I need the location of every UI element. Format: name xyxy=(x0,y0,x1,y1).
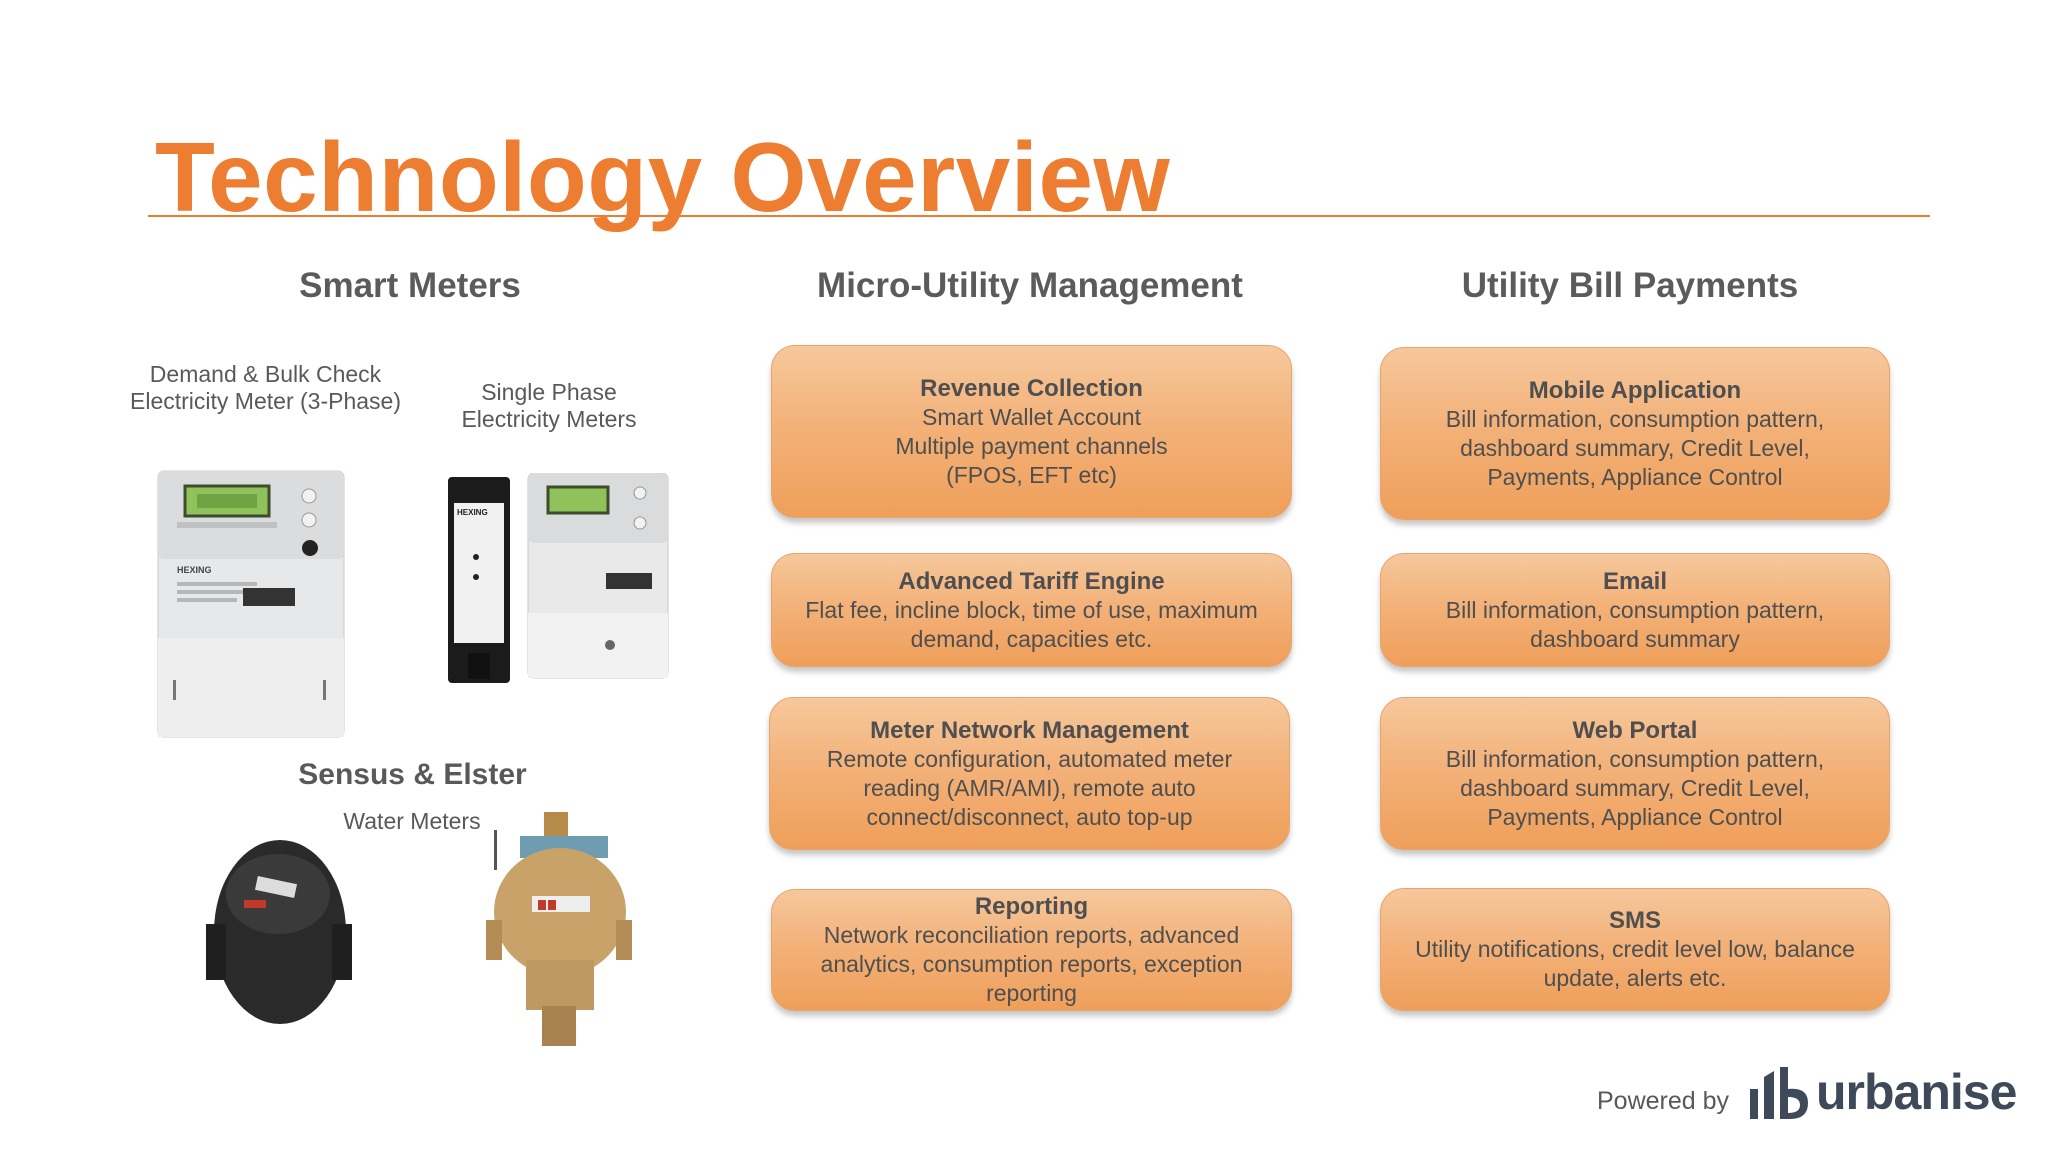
water-meters-caption: Water Meters xyxy=(343,808,481,834)
card-body: Network reconciliation reports, advanced… xyxy=(820,922,1243,1006)
black-water-meter-image xyxy=(204,834,354,1030)
advanced-tariff-engine-card: Advanced Tariff Engine Flat fee, incline… xyxy=(771,553,1292,667)
brass-water-meter-image xyxy=(486,810,632,1048)
single-phase-meter-image: HEXING xyxy=(448,473,670,683)
card-title: Advanced Tariff Engine xyxy=(898,567,1165,595)
svg-text:HEXING: HEXING xyxy=(457,508,488,517)
card-body: Smart Wallet Account Multiple payment ch… xyxy=(895,403,1168,488)
card-body: Flat fee, incline block, time of use, ma… xyxy=(805,596,1258,652)
card-title: Revenue Collection xyxy=(920,374,1143,402)
three-phase-meter-image: HEXING xyxy=(157,470,345,738)
demand-meter-caption: Demand & Bulk Check Electricity Meter (3… xyxy=(130,361,401,414)
email-card: Email Bill information, consumption patt… xyxy=(1380,553,1890,667)
card-title: Meter Network Management xyxy=(870,716,1189,744)
water-meters-heading: Sensus & Elster xyxy=(298,758,527,791)
card-title: Reporting xyxy=(974,893,1089,920)
web-portal-card: Web Portal Bill information, consumption… xyxy=(1380,697,1890,850)
card-title: Mobile Application xyxy=(1528,376,1742,404)
card-title: SMS xyxy=(1608,907,1661,934)
card-body: Bill information, consumption pattern, d… xyxy=(1445,745,1825,830)
revenue-collection-card: Revenue Collection Smart Wallet Account … xyxy=(771,345,1292,518)
card-body: Remote configuration, automated meter re… xyxy=(826,745,1233,830)
column-heading-smart-meters: Smart Meters xyxy=(299,266,521,305)
title-underline xyxy=(148,215,1930,217)
svg-text:HEXING: HEXING xyxy=(177,565,212,575)
mobile-application-card: Mobile Application Bill information, con… xyxy=(1380,347,1890,520)
card-title: Web Portal xyxy=(1572,716,1698,744)
single-phase-meter-caption: Single Phase Electricity Meters xyxy=(461,379,637,432)
column-heading-bill-payments: Utility Bill Payments xyxy=(1461,266,1799,305)
card-title: Email xyxy=(1602,567,1668,595)
meter-network-management-card: Meter Network Management Remote configur… xyxy=(769,697,1290,850)
reporting-card: Reporting Network reconciliation reports… xyxy=(771,889,1292,1011)
card-body: Bill information, consumption pattern, d… xyxy=(1445,405,1825,490)
urbanise-logo: urbanise xyxy=(1746,1062,2017,1122)
card-body: Bill information, consumption pattern, d… xyxy=(1445,596,1825,652)
sms-card: SMS Utility notifications, credit level … xyxy=(1380,888,1890,1011)
column-heading-micro-utility: Micro-Utility Management xyxy=(817,266,1243,305)
card-body: Utility notifications, credit level low,… xyxy=(1415,936,1855,991)
brand-name: urbanise xyxy=(1816,1064,2017,1120)
page-title: Technology Overview xyxy=(155,122,1171,232)
urbanise-logo-icon xyxy=(1750,1067,1808,1119)
powered-by-label: Powered by xyxy=(1597,1087,1730,1115)
